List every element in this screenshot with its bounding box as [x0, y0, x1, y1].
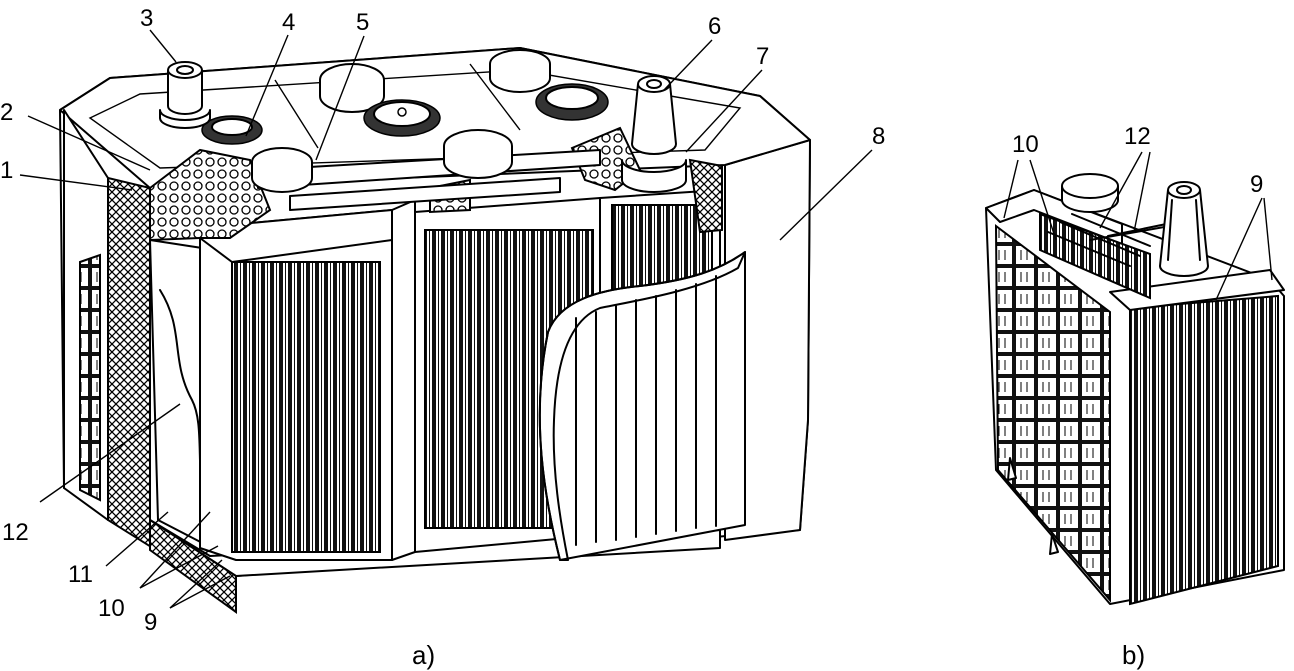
callout-b-9: 9: [1250, 171, 1263, 198]
callout-b-10: 10: [1012, 131, 1039, 158]
vent-plug: [319, 63, 385, 113]
bridge-strip: [1109, 269, 1285, 311]
battery-assembly-drawing: [59, 47, 811, 614]
callout-5: 5: [356, 9, 369, 36]
callout-1: 1: [0, 157, 13, 184]
vent-plug: [251, 147, 313, 193]
casing-ribs: [575, 275, 717, 546]
callout-7: 7: [756, 43, 769, 70]
caption-a: a): [412, 640, 435, 670]
callout-9: 9: [144, 609, 157, 636]
plate-stack-front: [1129, 294, 1279, 606]
callout-12: 12: [2, 519, 29, 546]
callout-10: 10: [98, 595, 125, 622]
callout-8: 8: [872, 123, 885, 150]
sealing-compound: [149, 148, 272, 242]
callout-4: 4: [282, 9, 295, 36]
terminal-post-positive: [621, 75, 723, 234]
caption-b: b): [1122, 640, 1145, 670]
callout-labels: 3 4 5 6 7 8 2 1 12 11 10 9 10 12 9: [0, 5, 1263, 636]
callout-2: 2: [0, 99, 13, 126]
callout-6: 6: [708, 13, 721, 40]
plate-group-drawing: [985, 173, 1285, 606]
plate-lugs: [1047, 213, 1177, 267]
ribbed-vent-cap: [363, 99, 441, 137]
grid-plate-side: [994, 223, 1111, 603]
vent-plug: [489, 49, 551, 93]
callout-3: 3: [140, 5, 153, 32]
leader-lines-a: [19, 29, 873, 609]
ribbed-vent-cap: [201, 115, 263, 145]
cell-partition: [391, 199, 416, 561]
leader-lines-b: [1003, 151, 1273, 301]
cap-b: [1061, 173, 1119, 213]
callout-b-12: 12: [1124, 123, 1151, 150]
ribbed-vent-cap: [535, 83, 609, 121]
terminal-post-negative: [159, 61, 211, 129]
plate-stack-cell-1: [231, 261, 381, 553]
vent-plug: [443, 129, 513, 179]
terminal-post-b: [1159, 181, 1209, 277]
callout-11: 11: [68, 561, 93, 588]
